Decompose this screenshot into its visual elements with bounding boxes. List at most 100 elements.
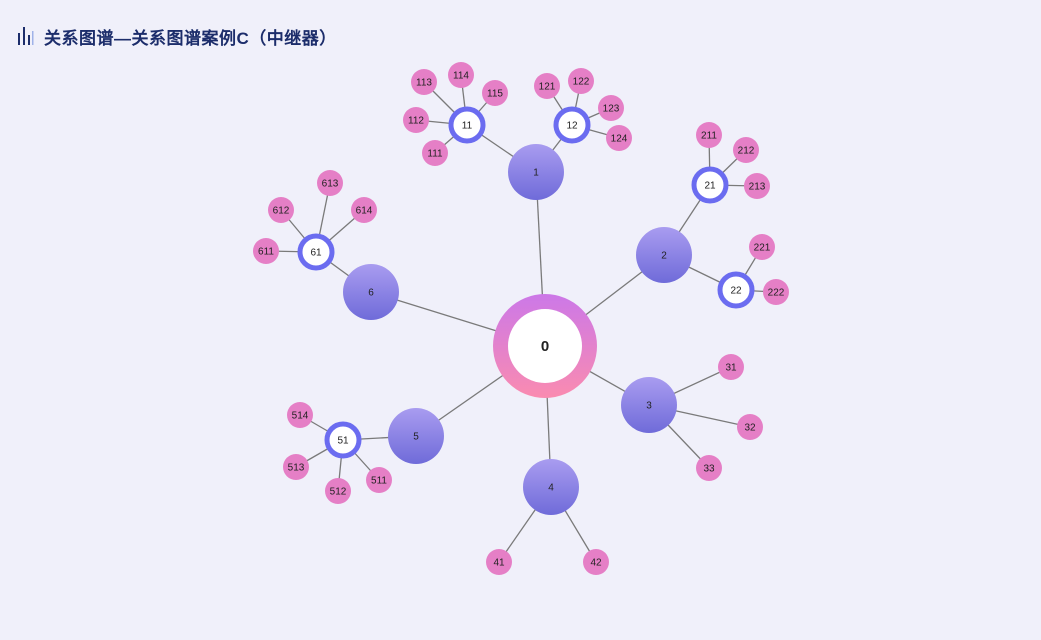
graph-node-513[interactable]: 513 [283,454,309,480]
node-label: 115 [487,89,503,100]
relay-node-ring [324,421,362,459]
graph-node-3[interactable]: 3 [621,377,677,433]
graph-node-611[interactable]: 611 [253,238,279,264]
graph-node-22[interactable]: 22 [717,271,755,309]
leaf-node-circle [606,125,632,151]
leaf-node-circle [534,73,560,99]
graph-node-124[interactable]: 124 [606,125,632,151]
leaf-node-circle [253,238,279,264]
leaf-node-circle [733,137,759,163]
node-label: 1 [533,168,539,179]
graph-node-512[interactable]: 512 [325,478,351,504]
leaf-node-circle [325,478,351,504]
bar-chart-icon [18,27,34,45]
relay-node-ring [717,271,755,309]
leaf-node-circle [568,68,594,94]
graph-node-111[interactable]: 111 [422,140,448,166]
graph-node-21[interactable]: 21 [691,166,729,204]
node-label: 41 [493,558,505,569]
graph-node-5[interactable]: 5 [388,408,444,464]
node-circle [523,459,579,515]
leaf-node-circle [268,197,294,223]
graph-node-12[interactable]: 12 [553,106,591,144]
graph-node-212[interactable]: 212 [733,137,759,163]
node-label: 33 [703,464,715,475]
node-label: 31 [725,363,737,374]
node-label: 6 [368,288,374,299]
leaf-node-circle [763,279,789,305]
graph-node-213[interactable]: 213 [744,173,770,199]
graph-node-514[interactable]: 514 [287,402,313,428]
node-label: 213 [749,182,766,193]
graph-node-115[interactable]: 115 [482,80,508,106]
graph-node-32[interactable]: 32 [737,414,763,440]
graph-node-122[interactable]: 122 [568,68,594,94]
graph-node-61[interactable]: 61 [297,233,335,271]
node-label: 11 [462,121,473,132]
graph-node-211[interactable]: 211 [696,122,722,148]
node-label: 512 [330,487,347,498]
node-label: 124 [611,134,628,145]
graph-node-31[interactable]: 31 [718,354,744,380]
graph-node-123[interactable]: 123 [598,95,624,121]
graph-node-41[interactable]: 41 [486,549,512,575]
node-circle [621,377,677,433]
graph-node-2[interactable]: 2 [636,227,692,283]
page-title: 关系图谱—关系图谱案例C（中继器） [44,28,337,48]
leaf-node-circle [366,467,392,493]
node-label: 111 [427,149,443,160]
root-node-center [508,309,582,383]
graph-node-114[interactable]: 114 [448,62,474,88]
node-circle [388,408,444,464]
leaf-node-circle [283,454,309,480]
leaf-node-circle [583,549,609,575]
graph-node-612[interactable]: 612 [268,197,294,223]
node-label: 4 [548,483,554,494]
relay-node-ring [553,106,591,144]
graph-node-221[interactable]: 221 [749,234,775,260]
graph-node-6[interactable]: 6 [343,264,399,320]
graph-node-4[interactable]: 4 [523,459,579,515]
relay-node-ring [691,166,729,204]
graph-node-112[interactable]: 112 [403,107,429,133]
graph-node-222[interactable]: 222 [763,279,789,305]
node-label: 2 [661,251,667,262]
graph-node-11[interactable]: 11 [448,106,486,144]
node-label: 614 [356,206,373,217]
graph-node-113[interactable]: 113 [411,69,437,95]
node-label: 221 [754,243,771,254]
leaf-node-circle [448,62,474,88]
node-label: 212 [738,146,755,157]
node-label: 513 [288,463,305,474]
node-label: 613 [322,179,339,190]
node-label: 32 [744,423,756,434]
node-circle [636,227,692,283]
node-label: 612 [273,206,290,217]
node-circle [508,144,564,200]
leaf-node-circle [403,107,429,133]
graph-node-51[interactable]: 51 [324,421,362,459]
node-label: 3 [646,401,652,412]
leaf-node-circle [718,354,744,380]
graph-node-1[interactable]: 1 [508,144,564,200]
node-label: 5 [413,432,419,443]
node-label: 514 [292,411,309,422]
leaf-node-circle [317,170,343,196]
leaf-node-circle [351,197,377,223]
graph-node-42[interactable]: 42 [583,549,609,575]
relay-node-ring [448,106,486,144]
graph-node-511[interactable]: 511 [366,467,392,493]
graph-node-121[interactable]: 121 [534,73,560,99]
graph-node-613[interactable]: 613 [317,170,343,196]
graph-node-33[interactable]: 33 [696,455,722,481]
node-label: 112 [408,116,424,127]
graph-node-614[interactable]: 614 [351,197,377,223]
graph-node-root[interactable]: 0 [493,294,597,398]
relay-node-ring [297,233,335,271]
node-label: 511 [371,476,387,487]
node-label: 611 [258,247,274,258]
page-header: 关系图谱—关系图谱案例C（中继器） [16,24,337,48]
leaf-node-circle [696,455,722,481]
